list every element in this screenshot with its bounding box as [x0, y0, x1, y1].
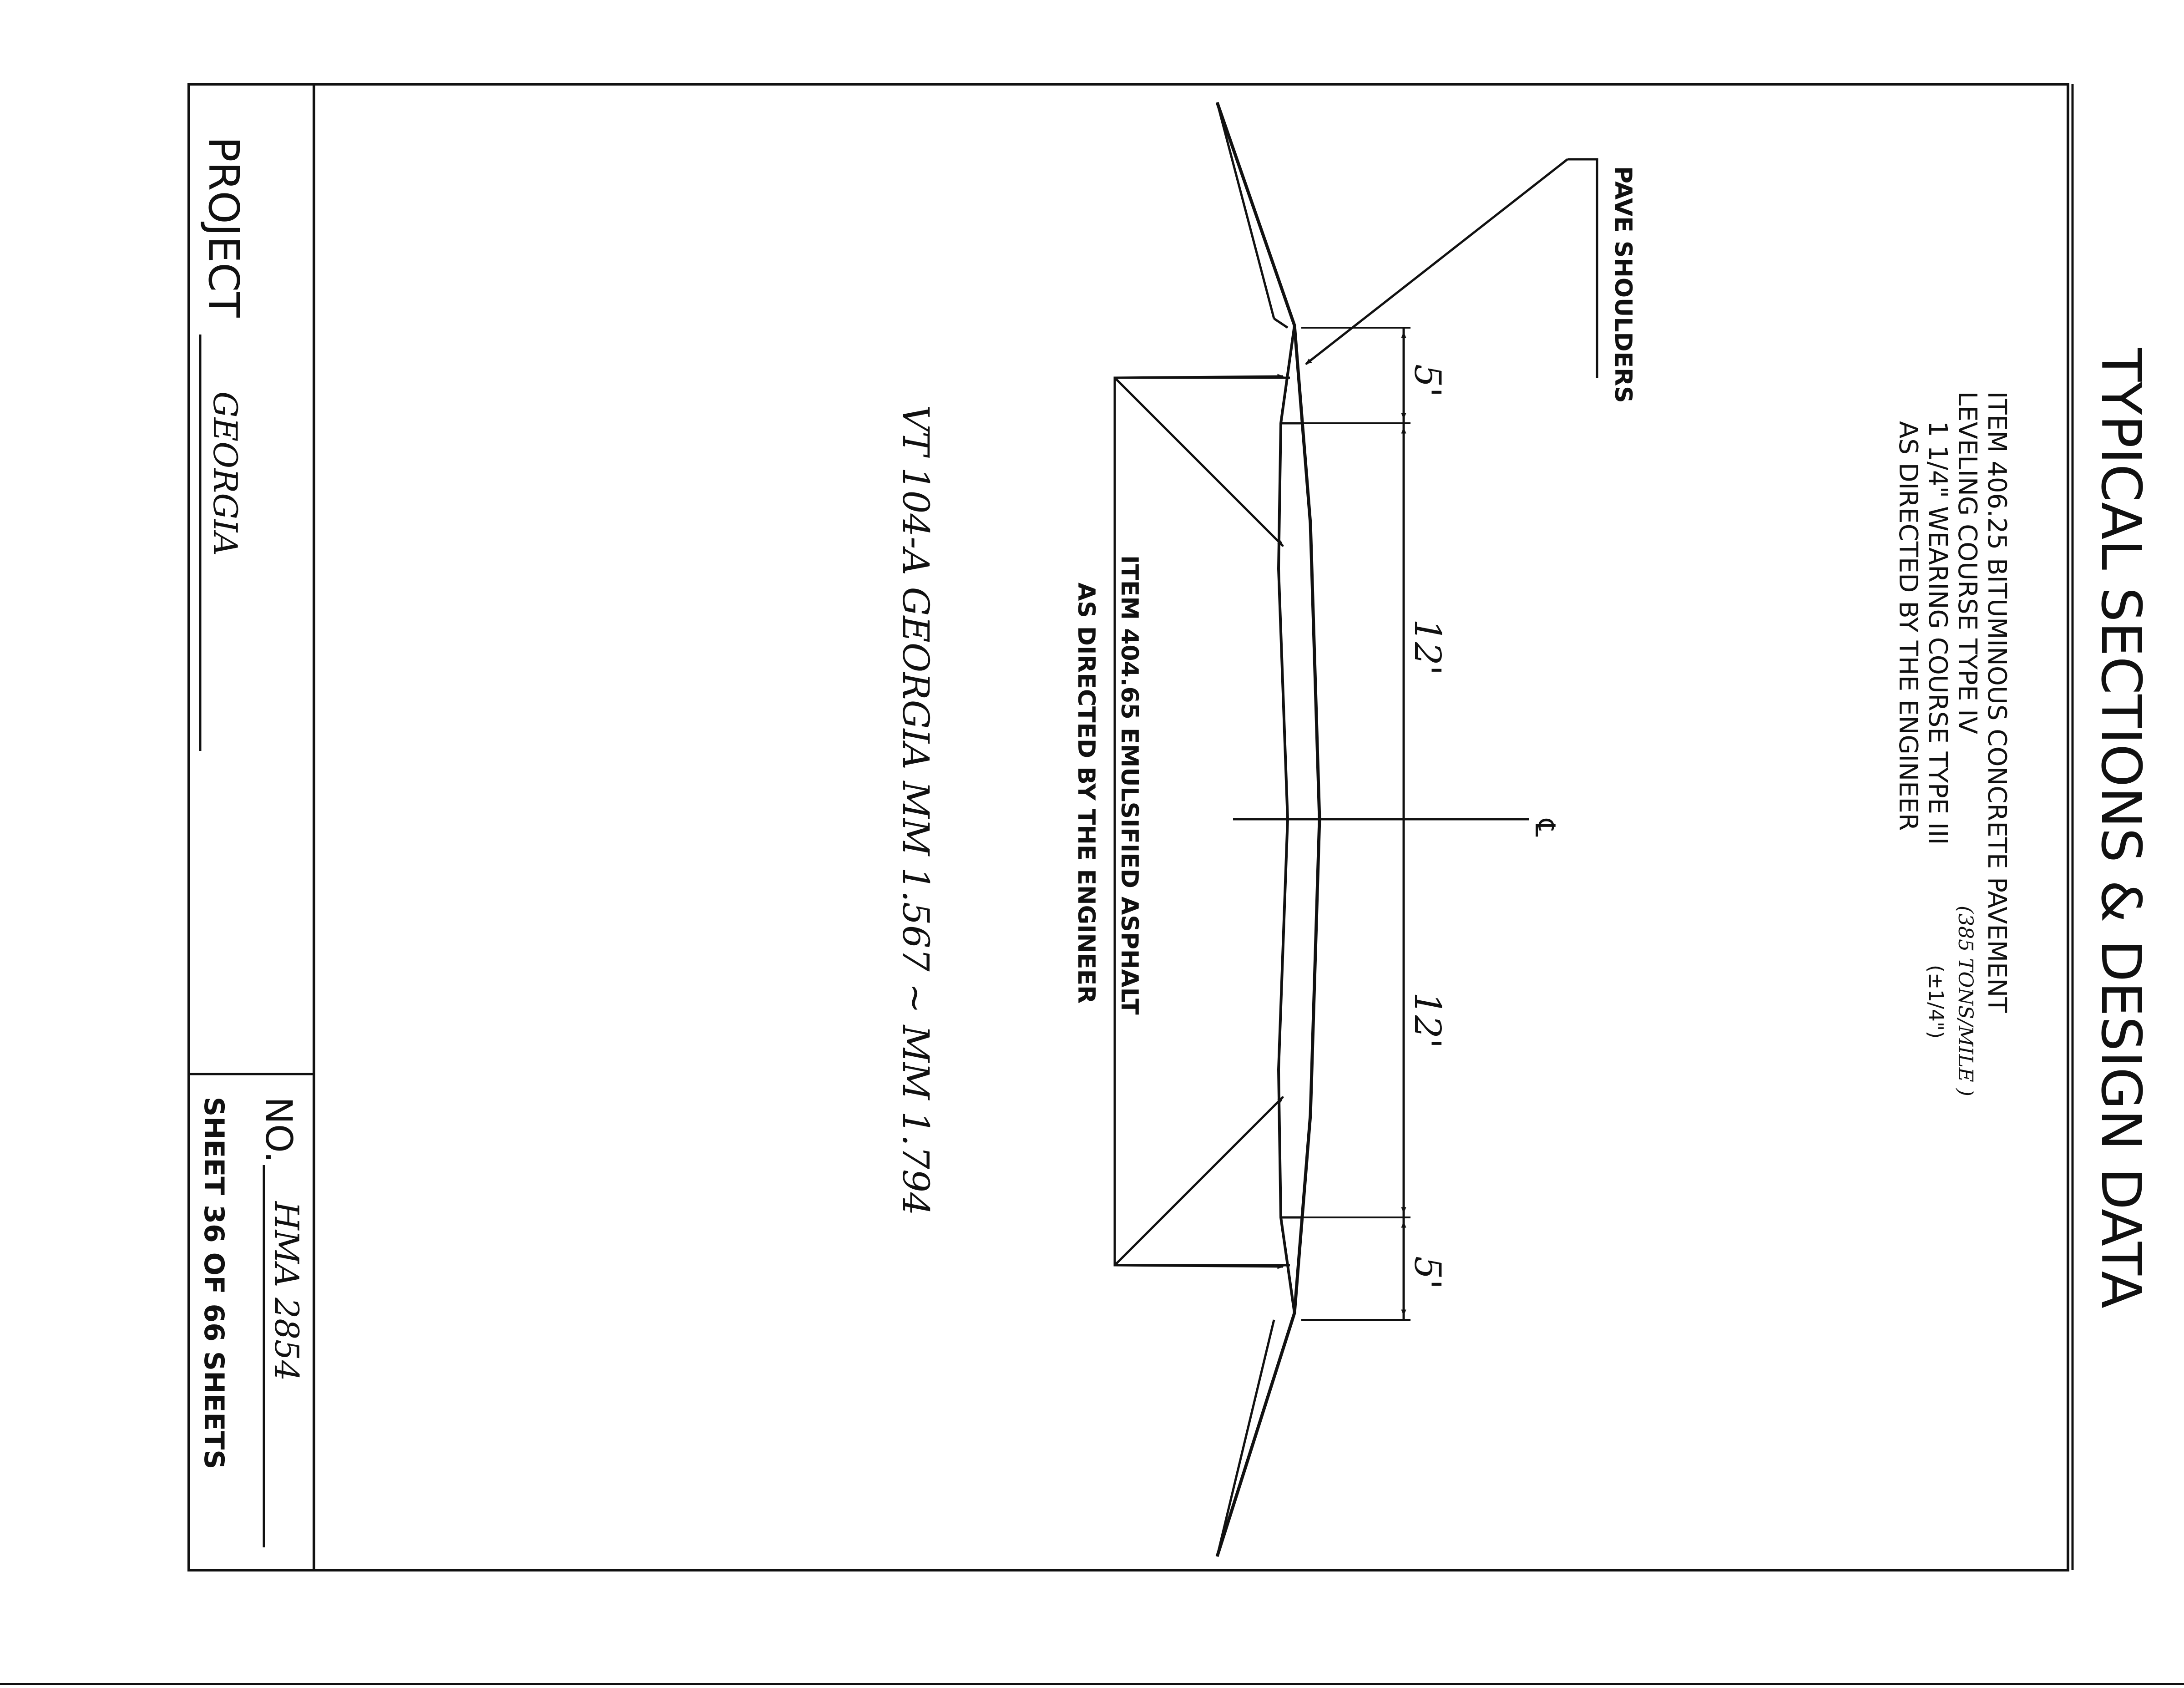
road-cross-section: ℄ 5' 12' 12' 5' — [1113, 101, 1598, 1557]
note-line-2-tons: (385 TONS/MILE ) — [1954, 906, 1977, 1096]
emulsified-asphalt-label: ITEM 404.65 EMULSIFIED ASPHALT — [1116, 555, 1143, 1015]
dimension-right-shoulder: 5' — [1406, 1256, 1449, 1289]
project-label: PROJECT — [199, 137, 248, 318]
sheet-count: SHEET 36 OF 66 SHEETS — [198, 1097, 230, 1469]
sheet-border — [187, 83, 2074, 1571]
pave-shoulders-label: PAVE SHOULDERS — [1609, 166, 1637, 403]
pavement-notes: ITEM 406.25 BITUMINOUS CONCRETE PAVEMENT… — [1893, 391, 2012, 1096]
sheet-title: TYPICAL SECTIONS & DESIGN DATA — [2089, 348, 2152, 1308]
route-location: VT 104-A GEORGIA MM 1.567 ~ MM 1.794 — [895, 405, 937, 1216]
project-value: GEORGIA — [206, 391, 244, 556]
note-line-2: LEVELING COURSE TYPE IV — [1952, 391, 1982, 734]
note-line-4: AS DIRECTED BY THE ENGINEER — [1893, 421, 1923, 831]
sheet-number-label: NO. — [258, 1097, 300, 1163]
dimension-left-lane: 12' — [1406, 619, 1449, 675]
dimension-left-shoulder: 5' — [1406, 364, 1449, 397]
note-line-3: 1 1/4" WEARING COURSE TYPE III — [1923, 421, 1952, 845]
centerline-symbol: ℄ — [1529, 818, 1561, 837]
dimension-right-lane: 12' — [1406, 992, 1449, 1049]
emulsified-asphalt-note: AS DIRECTED BY THE ENGINEER — [1072, 583, 1100, 1004]
pavement-top-surface — [1215, 101, 1321, 1557]
note-line-3-tolerance: (±1/4") — [1924, 965, 1947, 1039]
note-line-1: ITEM 406.25 BITUMINOUS CONCRETE PAVEMENT — [1982, 391, 2012, 1013]
sheet-number-value: HMA 2854 — [268, 1201, 306, 1381]
